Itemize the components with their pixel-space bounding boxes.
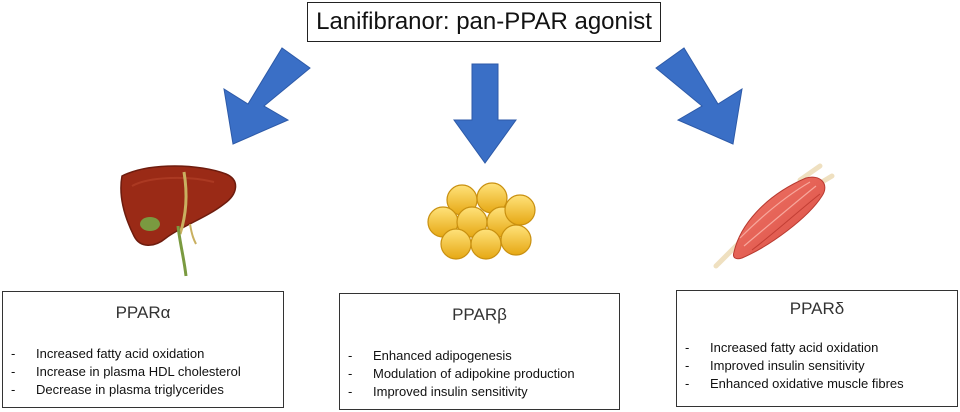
list-item: - Improved insulin sensitivity bbox=[685, 357, 957, 375]
title-text: Lanifibranor: pan-PPAR agonist bbox=[316, 8, 652, 35]
list-item-text: Improved insulin sensitivity bbox=[373, 384, 528, 399]
list-item: - Increase in plasma HDL cholesterol bbox=[11, 363, 283, 381]
bullet-dash: - bbox=[11, 364, 16, 379]
ppar-delta-heading: PPARδ bbox=[789, 299, 845, 318]
list-item-text: Improved insulin sensitivity bbox=[710, 358, 865, 373]
list-item: - Modulation of adipokine production bbox=[348, 365, 619, 383]
list-item: - Increased fatty acid oxidation bbox=[11, 345, 283, 363]
list-item-text: Modulation of adipokine production bbox=[373, 366, 575, 381]
bullet-dash: - bbox=[348, 366, 353, 381]
fat-cells-icon bbox=[427, 182, 536, 260]
list-item-text: Increased fatty acid oxidation bbox=[710, 340, 879, 355]
list-item: - Enhanced adipogenesis bbox=[348, 347, 619, 365]
diagram-title: Lanifibranor: pan-PPAR agonist bbox=[307, 2, 661, 42]
list-item-text: Increase in plasma HDL cholesterol bbox=[36, 364, 241, 379]
ppar-alpha-box: PPARα - Increased fatty acid oxidation - I… bbox=[2, 291, 284, 408]
list-item: - Improved insulin sensitivity bbox=[348, 383, 619, 401]
arrow-center bbox=[453, 63, 517, 164]
list-item-text: Decrease in plasma triglycerides bbox=[36, 382, 224, 397]
bullet-dash: - bbox=[685, 376, 690, 391]
liver-icon bbox=[120, 165, 237, 277]
list-item: - Increased fatty acid oxidation bbox=[685, 339, 957, 357]
ppar-alpha-heading: PPARα bbox=[115, 303, 171, 322]
ppar-beta-heading: PPARβ bbox=[452, 305, 507, 324]
list-item: - Enhanced oxidative muscle fibres bbox=[685, 375, 957, 393]
arrow-left bbox=[223, 47, 311, 145]
list-item: - Decrease in plasma triglycerides bbox=[11, 381, 283, 399]
ppar-beta-list: - Enhanced adipogenesis - Modulation of ad… bbox=[340, 347, 619, 401]
muscle-icon bbox=[713, 163, 835, 269]
bullet-dash: - bbox=[348, 384, 353, 399]
list-item-text: Enhanced oxidative muscle fibres bbox=[710, 376, 904, 391]
bullet-dash: - bbox=[685, 340, 690, 355]
ppar-beta-box: PPARβ - Enhanced adipogenesis - Modulation… bbox=[339, 293, 620, 410]
arrow-right bbox=[655, 47, 743, 145]
ppar-delta-box: PPARδ - Increased fatty acid oxidation - I… bbox=[676, 290, 958, 407]
ppar-alpha-list: - Increased fatty acid oxidation - Increas… bbox=[3, 345, 283, 399]
bullet-dash: - bbox=[348, 348, 353, 363]
bullet-dash: - bbox=[11, 346, 16, 361]
bullet-dash: - bbox=[11, 382, 16, 397]
list-item-text: Increased fatty acid oxidation bbox=[36, 346, 205, 361]
bullet-dash: - bbox=[685, 358, 690, 373]
list-item-text: Enhanced adipogenesis bbox=[373, 348, 512, 363]
ppar-delta-list: - Increased fatty acid oxidation - Improve… bbox=[677, 339, 957, 393]
